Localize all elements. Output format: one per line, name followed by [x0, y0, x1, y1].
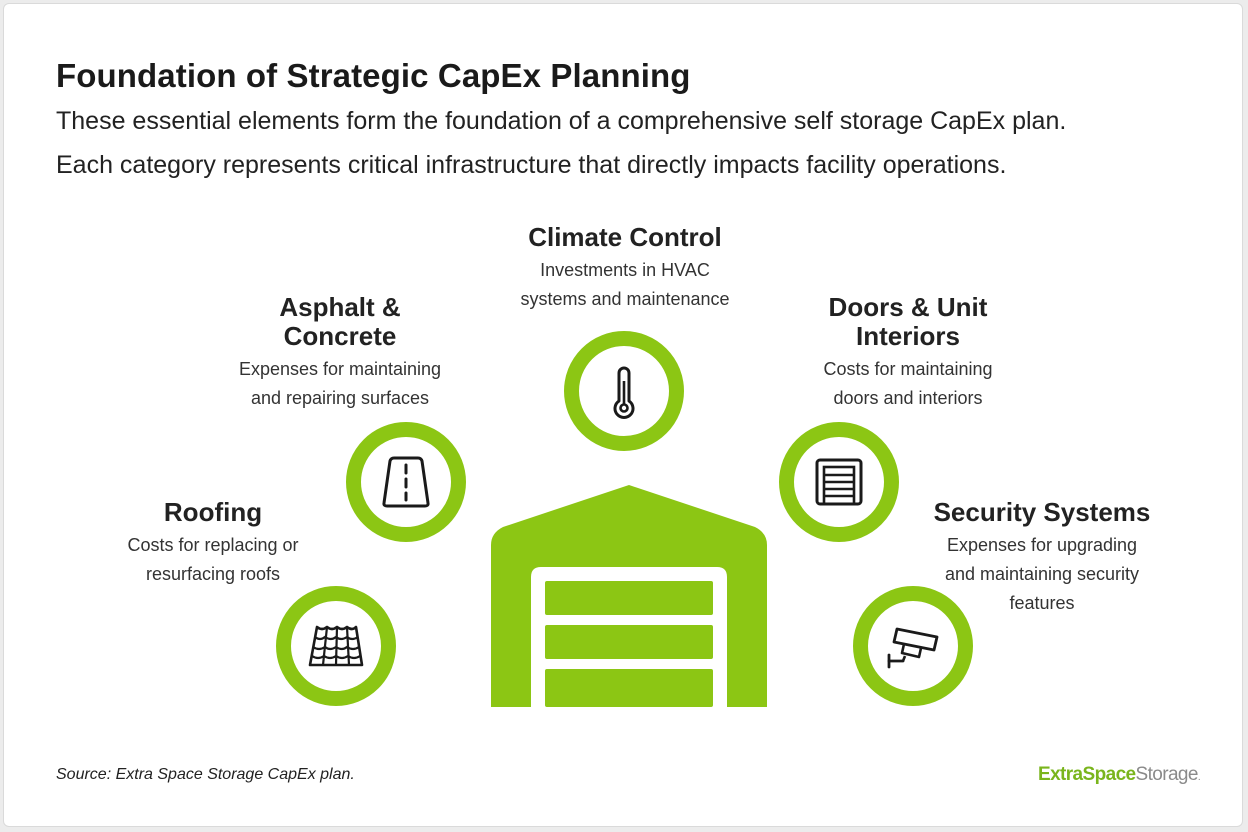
- page-subtitle: These essential elements form the founda…: [56, 99, 1066, 187]
- security-icon-circle: [853, 586, 973, 706]
- category-asphalt-concrete: Asphalt &Concrete Expenses for maintaini…: [210, 293, 470, 413]
- roof-tiles-icon: [308, 625, 364, 667]
- source-note: Source: Extra Space Storage CapEx plan.: [56, 766, 355, 783]
- category-title: Roofing: [163, 497, 263, 527]
- logo-text-extraspace: ExtraSpace: [1038, 764, 1136, 785]
- asphalt-concrete-icon-circle: [346, 422, 466, 542]
- infographic-card: Foundation of Strategic CapEx Planning T…: [3, 3, 1243, 827]
- category-title: Asphalt &Concrete: [279, 292, 401, 351]
- road-icon: [382, 456, 430, 508]
- thermometer-icon: [613, 366, 635, 419]
- logo-mark: .: [1197, 772, 1201, 783]
- door-slat: [545, 625, 713, 659]
- category-title: Climate Control: [528, 222, 722, 252]
- doors-icon-circle: [779, 422, 899, 542]
- category-title: Security Systems: [933, 497, 1151, 527]
- storage-building-icon: [491, 485, 767, 707]
- door-slat: [545, 669, 713, 707]
- climate-control-icon-circle: [564, 331, 684, 451]
- roofing-icon-circle: [276, 586, 396, 706]
- logo-text-storage: Storage: [1135, 764, 1199, 785]
- page-title: Foundation of Strategic CapEx Planning: [56, 57, 691, 94]
- building-shape: [491, 485, 767, 707]
- extra-space-storage-logo: ExtraSpaceStorage.: [1038, 764, 1201, 786]
- subtitle-line-1: These essential elements form the founda…: [56, 107, 1067, 135]
- roll-up-door-icon: [815, 458, 863, 506]
- subtitle-line-2: Each category represents critical infras…: [56, 151, 1007, 179]
- security-camera-icon: [887, 627, 939, 669]
- door-slat: [545, 581, 713, 615]
